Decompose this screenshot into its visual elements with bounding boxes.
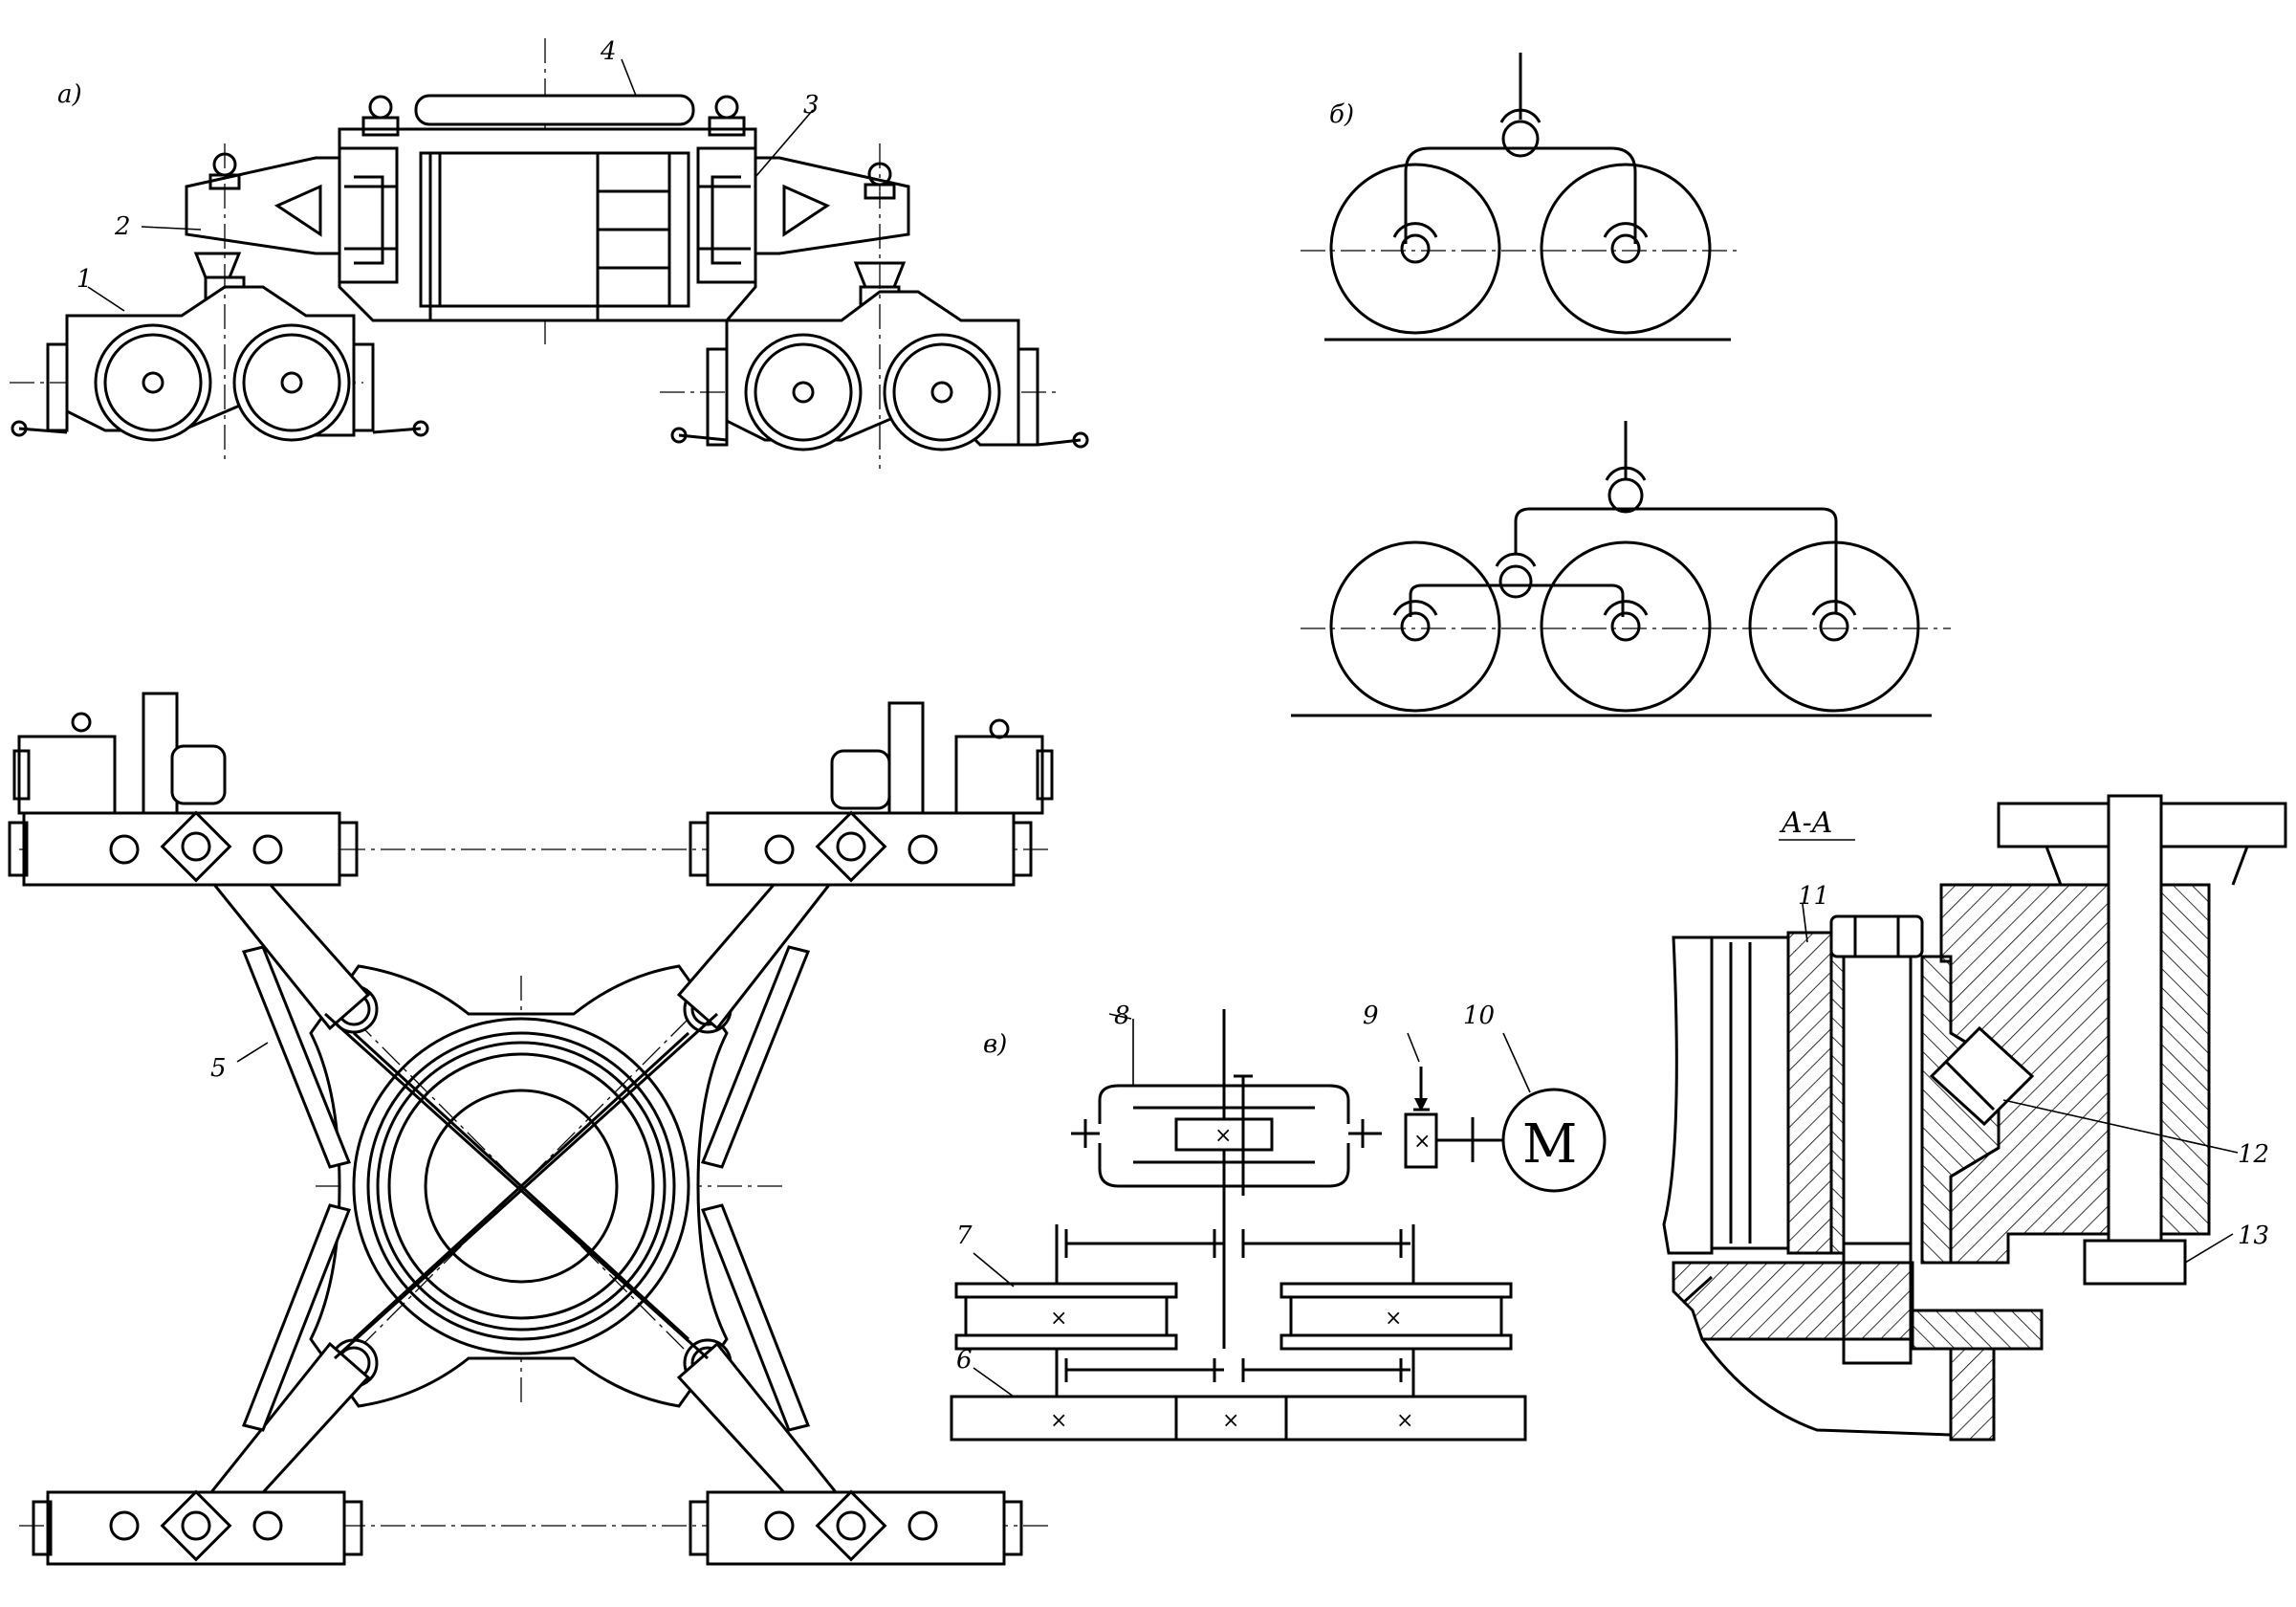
svg-text:×: × [1214,1124,1232,1148]
label-3: 3 [803,91,820,120]
label-view-v: в) [983,1030,1007,1059]
label-7: 7 [956,1222,973,1250]
svg-text:×: × [1413,1130,1431,1154]
plan-view [8,692,1054,1566]
label-10: 10 [1463,1002,1495,1030]
svg-text:×: × [1050,1307,1067,1331]
section-a-a [1662,794,2287,1442]
label-6: 6 [956,1346,973,1375]
label-13: 13 [2238,1222,2269,1250]
svg-text:×: × [1396,1409,1413,1433]
view-a-side-view [10,38,1089,469]
svg-text:×: × [1222,1409,1239,1433]
svg-text:×: × [1050,1409,1067,1433]
label-view-a: a) [57,80,82,109]
label-12: 12 [2238,1140,2269,1169]
section-label: A-A [1779,806,1832,840]
label-11: 11 [1798,882,1829,911]
rod-5 [241,945,352,1169]
svg-text:×: × [1385,1307,1402,1331]
label-view-b: б) [1329,100,1354,129]
label-1: 1 [77,265,93,294]
label-4: 4 [600,37,617,66]
label-8: 8 [1114,1002,1130,1030]
view-v-kinematic-scheme: × × M × × [950,1009,1607,1442]
platform-4 [414,94,695,126]
label-5: 5 [210,1054,227,1083]
motor-label: M [1522,1113,1577,1176]
label-9: 9 [1363,1002,1379,1030]
main-beam [338,127,757,322]
view-b-schemes [1291,53,1951,717]
label-1-dup: 2 [114,212,131,241]
